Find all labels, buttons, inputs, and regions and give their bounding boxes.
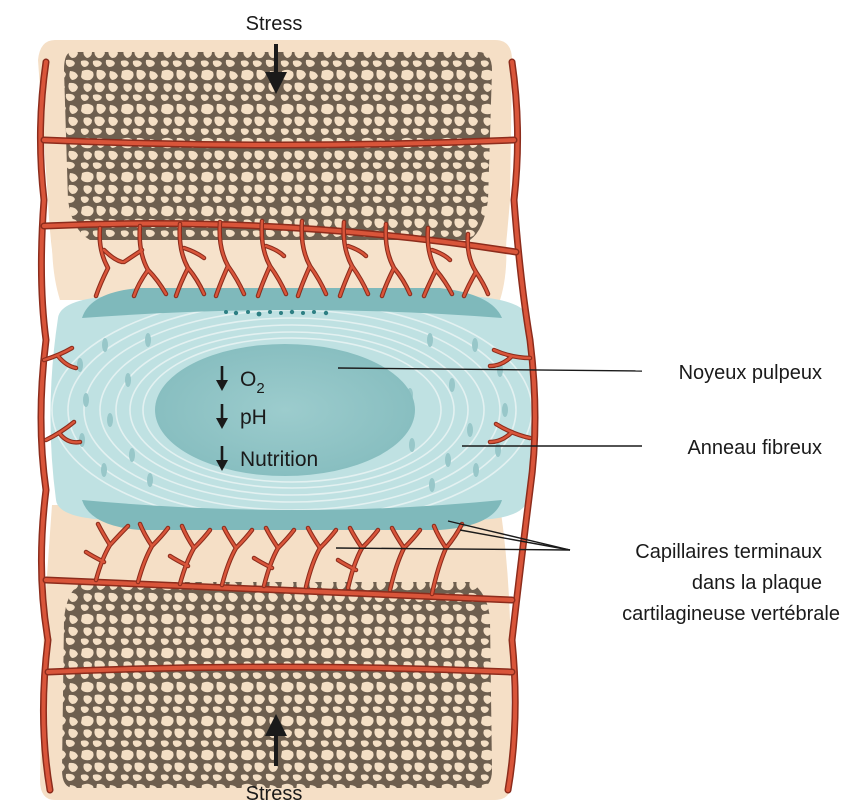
nucleus-pulposus-label: Noyeux pulpeux [679,362,822,384]
stress-bottom-label: Stress [246,783,303,805]
o2-subscript: 2 [256,380,264,397]
capillaries-label-line2: dans la plaque [692,572,822,594]
intervertebral-disc [50,288,533,530]
ph-label: pH [240,406,267,429]
capillaries-label-line3: cartilagineuse vertébrale [622,603,840,625]
capillaries-label-line1: Capillaires terminaux [635,541,822,563]
o2-main-text: O [240,368,256,391]
annulus-fibrosus-label: Anneau fibreux [687,437,822,459]
stress-top-label: Stress [246,13,303,35]
nutrition-label: Nutrition [240,448,318,471]
